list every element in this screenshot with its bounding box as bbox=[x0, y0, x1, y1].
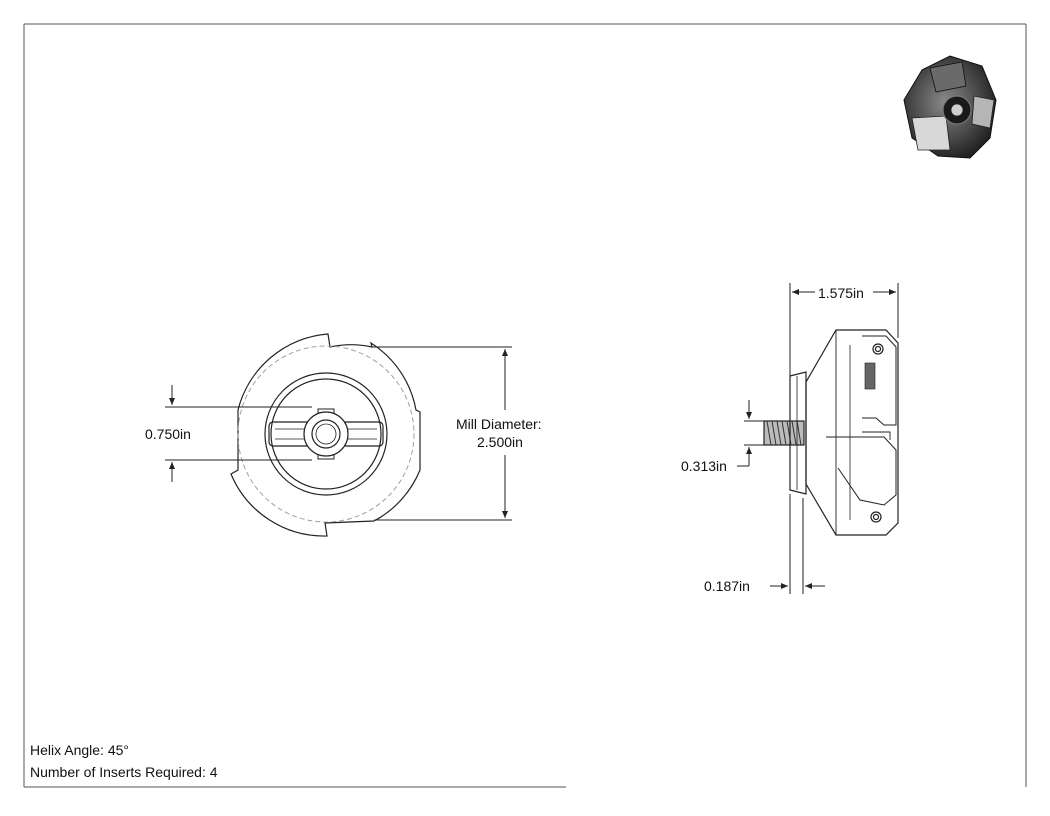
sheet-border bbox=[23, 23, 1027, 788]
dim-value-mill-diameter: 2.500in bbox=[477, 434, 523, 450]
dimension-mill-diameter bbox=[372, 346, 512, 521]
dim-label-bore-height: 0.750in bbox=[145, 426, 191, 442]
dim-label-shoulder-width: 0.187in bbox=[704, 578, 750, 594]
hub-ring-outer bbox=[264, 372, 388, 496]
front-view bbox=[230, 333, 421, 537]
center-bore bbox=[311, 419, 341, 449]
dim-label-mill-diameter: Mill Diameter: bbox=[456, 416, 542, 432]
dimension-bore-height bbox=[165, 385, 312, 482]
cutter-body-side bbox=[805, 329, 899, 536]
drawing-notes: Helix Angle: 45° Number of Inserts Requi… bbox=[30, 739, 218, 783]
isometric-view-image bbox=[903, 55, 997, 159]
side-view bbox=[763, 329, 899, 536]
center-bore-outer bbox=[303, 411, 349, 457]
hub-ring-inner bbox=[270, 378, 382, 490]
inserts-required-note: Number of Inserts Required: 4 bbox=[30, 764, 218, 780]
dim-label-shank-diameter: 0.313in bbox=[681, 458, 727, 474]
dimension-shoulder-width bbox=[770, 494, 825, 594]
cutter-outline bbox=[230, 333, 421, 537]
dim-label-overall-length: 1.575in bbox=[818, 285, 864, 301]
shoulder-flange bbox=[789, 371, 807, 495]
hidden-body-circle bbox=[237, 345, 415, 523]
helix-angle-note: Helix Angle: 45° bbox=[30, 742, 129, 758]
dimension-overall-length bbox=[789, 283, 899, 376]
dimension-shank-diameter bbox=[737, 400, 764, 467]
